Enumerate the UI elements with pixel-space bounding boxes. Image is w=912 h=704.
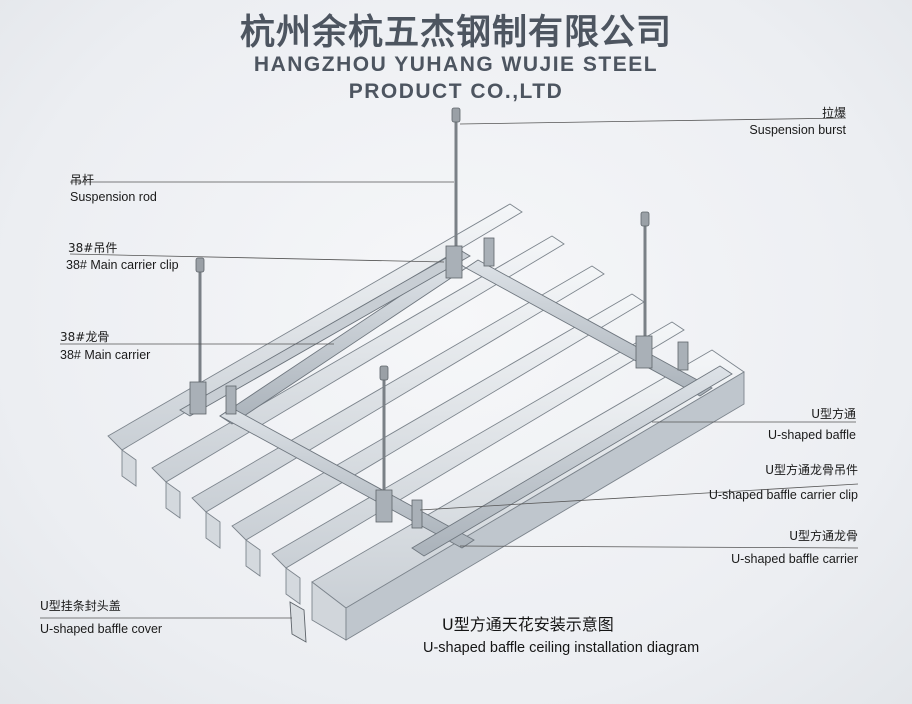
suspension-burst <box>195 257 205 273</box>
label-u-baffle-carrier-clip-en: U-shaped baffle carrier clip <box>708 488 858 502</box>
label-u-baffle-cover-cn: U型挂条封头盖 <box>40 599 121 613</box>
label-u-baffle-carrier-cn: U型方通龙骨 <box>789 529 858 543</box>
label-main-carrier-cn: 38#龙骨 <box>60 330 110 344</box>
baffle-carrier-clip <box>677 341 689 371</box>
suspension-bursts <box>195 107 650 381</box>
leader-u-baffle-carrier <box>459 545 859 549</box>
u-shaped-baffle <box>121 449 137 487</box>
company-name-en-line1: HANGZHOU YUHANG WUJIE STEEL <box>253 53 659 76</box>
label-suspension-burst-en: Suspension burst <box>749 123 846 137</box>
u-shaped-baffle-carrier <box>411 365 733 557</box>
baffle-cover <box>289 601 307 643</box>
diagram-title-en: U-shaped baffle ceiling installation dia… <box>423 640 700 656</box>
baffle-carrier-clip <box>225 385 237 415</box>
leader-main-carrier-clip <box>69 253 445 263</box>
leader-suspension-burst <box>459 117 847 125</box>
main-carrier-clip <box>375 489 393 523</box>
label-main-carrier-clip-en: 38# Main carrier clip <box>66 258 179 272</box>
main-carrier-clip <box>635 335 653 369</box>
main-carrier <box>179 249 471 417</box>
carrier-clips <box>189 237 689 529</box>
suspension-rods <box>198 110 647 496</box>
u-shaped-baffle <box>107 203 523 451</box>
u-shaped-baffle-carrier <box>219 259 467 425</box>
company-name-cn: 杭州余杭五杰钢制有限公司 <box>239 13 672 53</box>
label-u-baffle-en: U-shaped baffle <box>767 428 856 442</box>
u-shaped-baffle <box>165 481 181 519</box>
u-shaped-baffle <box>205 511 221 549</box>
label-u-baffle-cn: U型方通 <box>811 407 856 421</box>
diagram-title-cn: U型方通天花安装示意图 <box>442 615 614 634</box>
label-u-baffle-cover-en: U-shaped baffle cover <box>40 622 163 636</box>
company-name-en-line2: PRODUCT CO.,LTD <box>348 80 564 103</box>
label-suspension-rod-cn: 吊杆 <box>70 173 95 187</box>
label-u-baffle-carrier-en: U-shaped baffle carrier <box>731 552 858 566</box>
u-shaped-baffle <box>345 371 745 641</box>
baffle-carrier-clip <box>411 499 423 529</box>
suspension-burst <box>451 107 461 123</box>
suspension-burst <box>379 365 389 381</box>
u-shaped-baffle <box>285 567 301 605</box>
u-shaped-baffle-carriers <box>219 259 733 557</box>
label-suspension-rod-en: Suspension rod <box>70 190 157 204</box>
leader-lines <box>40 117 859 619</box>
label-u-baffle-carrier-clip-cn: U型方通龙骨吊件 <box>765 463 858 477</box>
main-carrier-clip <box>445 245 463 279</box>
suspension-burst <box>640 211 650 227</box>
baffle-carrier-clip <box>483 237 495 267</box>
label-suspension-burst-cn: 拉爆 <box>821 106 846 120</box>
u-shaped-baffle <box>271 321 685 569</box>
main-carrier-clip <box>189 381 207 415</box>
label-main-carrier-en: 38# Main carrier <box>60 348 151 362</box>
leader-u-baffle-carrier-clip <box>419 483 859 511</box>
u-shaped-baffle <box>245 539 261 577</box>
label-main-carrier-clip-cn: 38#吊件 <box>68 241 118 255</box>
